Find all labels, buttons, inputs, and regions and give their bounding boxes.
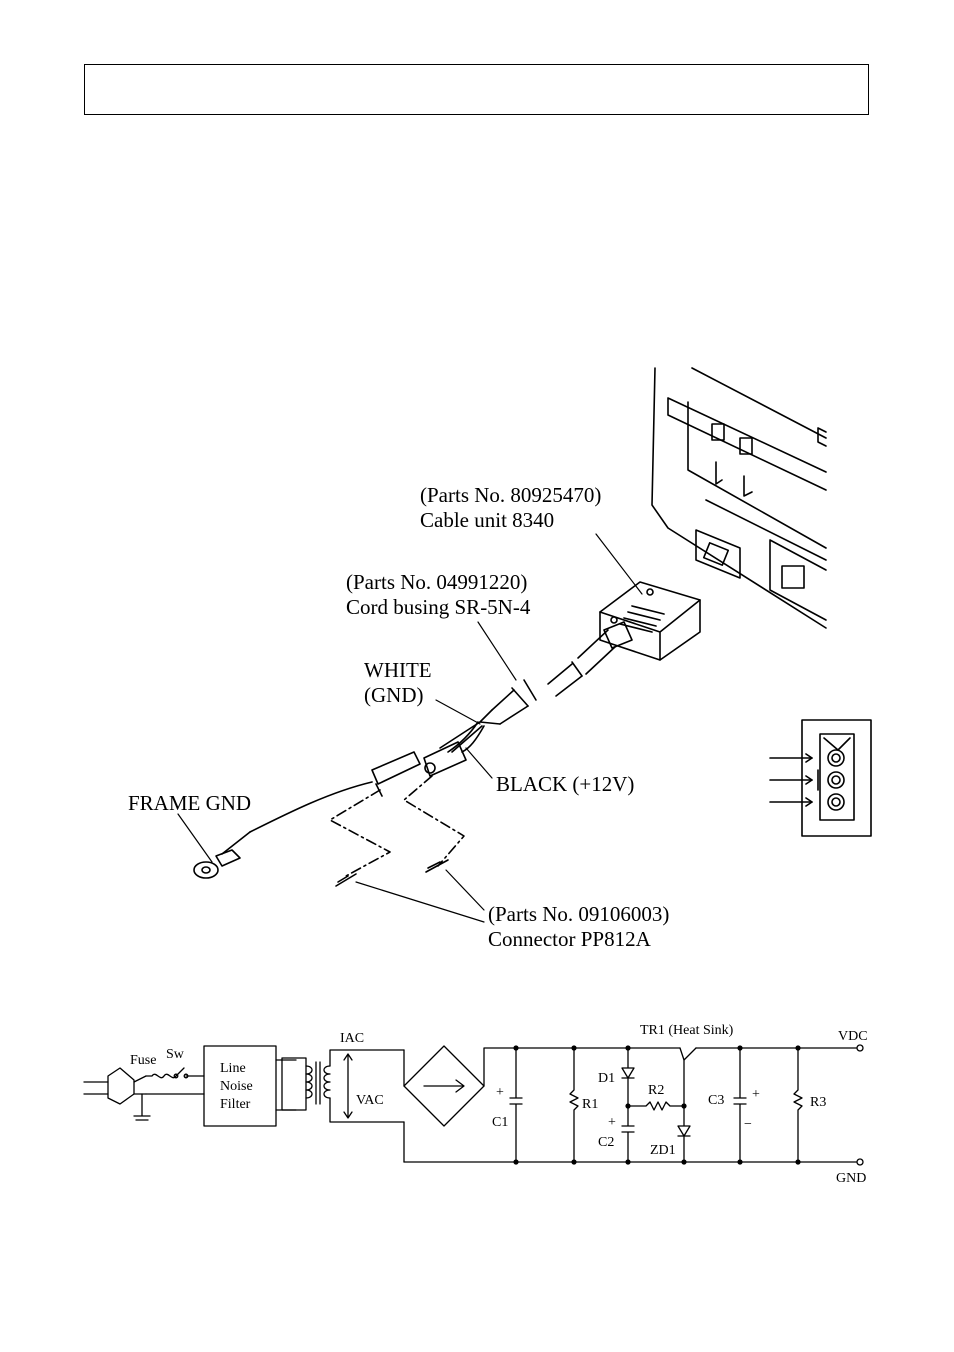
r3-label: R3 bbox=[810, 1095, 826, 1110]
zd1-label: ZD1 bbox=[650, 1143, 676, 1158]
filter-label-line1: Line bbox=[220, 1061, 246, 1076]
tr1-label: TR1 (Heat Sink) bbox=[640, 1023, 734, 1038]
iac-label: IAC bbox=[340, 1031, 364, 1046]
cord-bushing-parts-no: (Parts No. 04991220) bbox=[346, 570, 527, 594]
c2-plus: + bbox=[608, 1115, 616, 1130]
vdc-label: VDC bbox=[838, 1029, 868, 1044]
c2-label: C2 bbox=[598, 1135, 614, 1150]
vac-label: VAC bbox=[356, 1093, 384, 1108]
title-box bbox=[84, 64, 869, 115]
filter-label-line2: Noise bbox=[220, 1079, 253, 1094]
white-wire-signal: (GND) bbox=[364, 683, 423, 707]
cable-body bbox=[479, 629, 617, 725]
power-supply-schematic bbox=[83, 1044, 864, 1166]
power-unit-housing bbox=[651, 367, 827, 629]
r2-label: R2 bbox=[648, 1083, 664, 1098]
connector-pin-leads bbox=[329, 775, 465, 877]
cable-unit-connector bbox=[599, 581, 701, 661]
connector-parts-no: (Parts No. 09106003) bbox=[488, 902, 669, 926]
cable-unit-name: Cable unit 8340 bbox=[420, 508, 554, 532]
c3-plus: + bbox=[752, 1087, 760, 1102]
wire-harness bbox=[193, 721, 485, 879]
r1-label: R1 bbox=[582, 1097, 598, 1112]
junction-dots bbox=[513, 1045, 801, 1165]
switch-label: Sw bbox=[166, 1047, 185, 1062]
connector-name: Connector PP812A bbox=[488, 927, 652, 951]
black-wire-label: BLACK (+12V) bbox=[496, 772, 634, 796]
connector-face-inset bbox=[769, 719, 872, 837]
gnd-label: GND bbox=[836, 1171, 866, 1186]
connector-pins bbox=[335, 859, 449, 887]
c3-label: C3 bbox=[708, 1093, 724, 1108]
leader-lines bbox=[177, 533, 643, 923]
c1-plus: + bbox=[496, 1085, 504, 1100]
c3-minus: − bbox=[744, 1117, 752, 1132]
fuse-label: Fuse bbox=[130, 1053, 156, 1068]
frame-gnd-label: FRAME GND bbox=[128, 791, 251, 815]
filter-label-line3: Filter bbox=[220, 1097, 251, 1112]
white-wire-label: WHITE bbox=[364, 658, 432, 682]
cord-bushing-name: Cord busing SR-5N-4 bbox=[346, 595, 531, 619]
c1-label: C1 bbox=[492, 1115, 508, 1130]
cable-unit-parts-no: (Parts No. 80925470) bbox=[420, 483, 601, 507]
d1-label: D1 bbox=[598, 1071, 615, 1086]
